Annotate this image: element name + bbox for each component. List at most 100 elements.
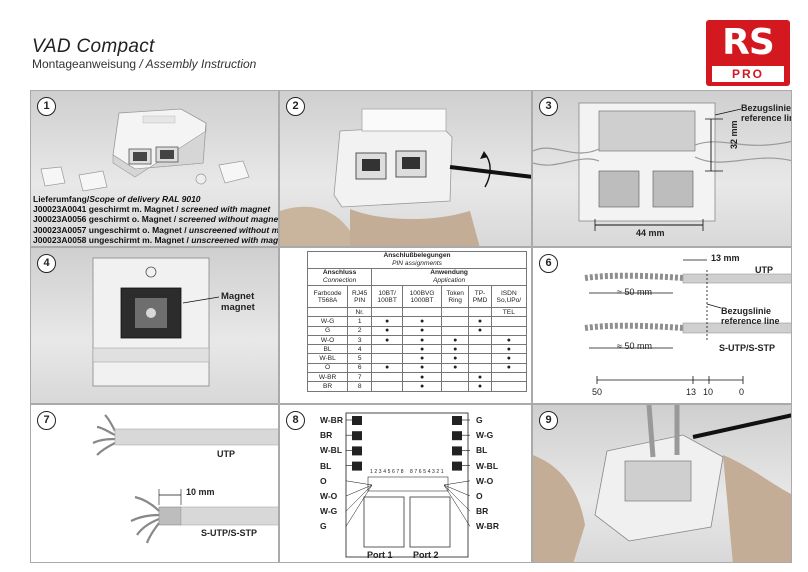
wire-color-label: W-BR — [476, 521, 499, 532]
terminal-slot — [452, 461, 462, 471]
length-50mm-bottom: ≈ 50 mm — [617, 341, 652, 351]
pin-number-cell: 2 — [347, 325, 373, 336]
leader-line — [345, 484, 373, 497]
leader-line — [443, 484, 471, 512]
leader-line — [345, 484, 373, 527]
port-1-label: Port 1 — [367, 550, 393, 560]
terminal-slot — [452, 431, 462, 441]
wire-color-cell: O — [306, 362, 349, 374]
terminal-number: 1 — [440, 469, 444, 475]
instruction-grid: 1 Lieferumfang/Scope of delivery RAL 901… — [30, 90, 792, 563]
assignment-dot: ● — [402, 334, 442, 346]
step-6-number: 6 — [539, 254, 558, 273]
empty-cell — [440, 316, 470, 327]
step-7-number: 7 — [37, 411, 56, 430]
utp-label: UTP — [755, 265, 773, 275]
height-dimension: 32 mm — [729, 120, 739, 149]
step-7-panel: 7 UTP 10 mm S-UTP/S-STP — [30, 404, 279, 563]
leader-line — [345, 480, 373, 486]
stp-label: S-UTP/S-STP — [201, 528, 258, 538]
column-header: TP-PMD — [468, 285, 492, 308]
empty-cell — [371, 353, 404, 364]
assignment-dot: ● — [402, 353, 442, 364]
scope-code: J00023A0058 — [33, 234, 87, 245]
dimension-10mm: 10 mm — [186, 487, 215, 497]
wire-color-label: BR — [476, 506, 489, 517]
scope-desc-en: unscreened without magnet — [188, 224, 279, 235]
leader-line — [443, 484, 471, 497]
wire-color-label: BR — [320, 430, 333, 441]
stp-label: S-UTP/S-STP — [719, 343, 776, 353]
scope-heading-en: Scope of delivery RAL 9010 — [89, 194, 201, 204]
empty-cell — [371, 306, 404, 318]
connection-header-en: Connection — [322, 277, 357, 284]
wire-leader-lines — [345, 419, 471, 527]
inserted-cables-illustration — [533, 102, 791, 231]
wire-untwisting-illustration — [92, 414, 278, 544]
assignment-dot: ● — [440, 344, 470, 355]
empty-cell — [468, 353, 492, 364]
terminal-slot — [352, 461, 362, 471]
wire-color-label: W-BL — [476, 460, 499, 471]
wire-color-cell: W-G — [306, 316, 349, 327]
assignment-dot: ● — [490, 334, 528, 346]
reference-line-de: Bezugslinie — [721, 306, 772, 316]
empty-cell — [468, 362, 492, 374]
logo-rs: RS — [722, 22, 775, 63]
connection-header-de: Anschluss — [322, 269, 357, 276]
empty-cell — [306, 306, 349, 318]
terminal-number: 4 — [427, 469, 431, 475]
wire-color-label: BL — [320, 460, 332, 471]
column-header: ISDN So,UPo/ — [490, 285, 528, 308]
scale-13: 13 — [686, 387, 697, 397]
page-subtitle: Montageanweisung / Assembly Instruction — [32, 57, 256, 71]
assignment-dot: ● — [440, 334, 470, 346]
assignment-dot: ● — [490, 362, 528, 374]
empty-cell — [440, 372, 470, 383]
terminal-slot — [452, 416, 462, 425]
application-header-en: Application — [432, 277, 466, 284]
terminal-number: 6 — [418, 469, 422, 475]
wire-color-cell: BL — [306, 344, 349, 355]
outlet-parts-illustration — [40, 108, 250, 192]
empty-cell — [490, 381, 528, 392]
pin-number-cell: 6 — [347, 362, 373, 374]
wire-color-label: W-O — [320, 491, 338, 501]
terminal-number: 8 — [410, 469, 413, 475]
assignment-dot: ● — [490, 353, 528, 364]
step-8-number: 8 — [286, 411, 305, 430]
scope-heading-de: Lieferumfang/ — [33, 194, 90, 204]
utp-label: UTP — [217, 449, 235, 459]
terminal-block-left — [352, 416, 362, 471]
terminal-slot — [352, 431, 362, 441]
terminal-slot — [352, 446, 362, 456]
assignment-dot: ● — [440, 353, 470, 364]
terminal-number: 5 — [423, 469, 426, 475]
terminal-number: 2 — [436, 469, 440, 475]
assignment-dot: ● — [402, 372, 442, 383]
assignment-dot: ● — [468, 372, 492, 383]
page-title: VAD Compact — [32, 36, 155, 57]
pin-table-title-en: PIN assignments — [392, 260, 442, 267]
terminal-number: 3 — [378, 469, 382, 475]
scope-heading: Lieferumfang/Scope of delivery RAL 9010 — [33, 194, 278, 204]
wire-color-cell: W-BR — [306, 372, 349, 383]
terminal-number: 8 — [400, 469, 404, 475]
cable-stripping-illustration — [584, 259, 791, 384]
reference-line-en: reference line — [721, 316, 780, 326]
reference-line-de: Bezugslinie — [741, 103, 792, 113]
wire-color-label: W-G — [476, 430, 494, 441]
tel-label: TEL — [490, 306, 528, 318]
empty-cell — [371, 344, 404, 355]
column-header: 10BT/ 100BT — [371, 285, 404, 308]
pin-number-cell: 5 — [347, 353, 373, 364]
scope-item: J00023A0058 ungeschirmt m. Magnet / unsc… — [33, 234, 278, 245]
